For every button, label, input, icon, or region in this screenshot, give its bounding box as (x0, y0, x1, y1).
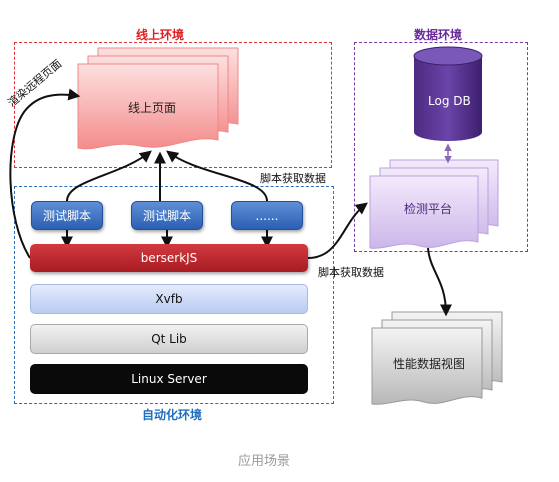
monitor-platform-label: 检测平台 (404, 202, 453, 216)
online-env-region (14, 42, 332, 168)
more-scripts-button[interactable]: ...... (231, 201, 303, 230)
online-page-label: 线上页面 (128, 101, 177, 115)
xvfb-layer: Xvfb (30, 284, 308, 314)
online-env-title: 线上环境 (136, 28, 185, 42)
online-page-doc-stack (77, 47, 239, 150)
linux-server-layer: Linux Server (30, 364, 308, 394)
test-script-button-1[interactable]: 测试脚本 (31, 201, 103, 230)
perf-view-doc-stack (371, 311, 503, 405)
fetch-data-label-top: 脚本获取数据 (260, 172, 326, 185)
log-db-cylinder (413, 46, 483, 141)
test-script-button-2[interactable]: 测试脚本 (131, 201, 203, 230)
qt-lib-layer: Qt Lib (30, 324, 308, 354)
perf-view-label: 性能数据视图 (393, 357, 466, 371)
berserkjs-layer: berserkJS (30, 244, 308, 272)
data-env-title: 数据环境 (414, 28, 463, 42)
fetch-data-label-right: 脚本获取数据 (318, 266, 384, 279)
automation-env-title: 自动化环境 (142, 408, 203, 422)
automation-env-region (14, 186, 334, 404)
monitor-platform-doc-stack (369, 159, 499, 249)
data-env-region (354, 42, 528, 252)
caption: 应用场景 (238, 454, 291, 469)
log-db-label: Log DB (428, 94, 471, 108)
